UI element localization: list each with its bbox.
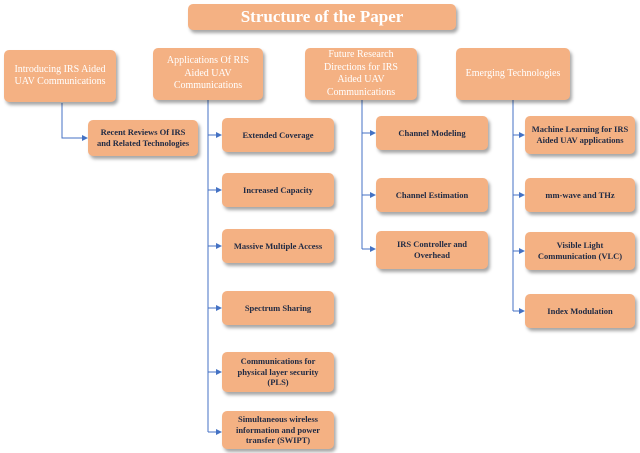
item-physical-layer-security: Communications for physical layer securi… [222, 352, 334, 392]
item-spectrum-sharing: Spectrum Sharing [222, 291, 334, 325]
heading-applications: Applications Of RIS Aided UAV Communicat… [153, 48, 263, 100]
heading-introducing-irs: Introducing IRS Aided UAV Communications [4, 50, 116, 102]
item-mmwave-thz: mm-wave and THz [525, 178, 635, 212]
item-extended-coverage: Extended Coverage [222, 118, 334, 152]
item-swipt: Simultaneous wireless information and po… [222, 411, 334, 449]
item-visible-light-communication: Visible Light Communication (VLC) [525, 232, 635, 270]
item-machine-learning: Machine Learning for IRS Aided UAV appli… [525, 116, 635, 154]
heading-future-research: Future Research Directions for IRS Aided… [305, 48, 417, 100]
item-irs-controller: IRS Controller and Overhead [376, 231, 488, 269]
item-channel-estimation: Channel Estimation [376, 178, 488, 212]
item-massive-multiple-access: Massive Multiple Access [222, 229, 334, 263]
connector-intro-reviews [61, 103, 88, 141]
heading-emerging-technologies: Emerging Technologies [456, 48, 570, 100]
item-channel-modeling: Channel Modeling [376, 116, 488, 150]
item-recent-reviews: Recent Reviews Of IRS and Related Techno… [88, 120, 198, 156]
item-increased-capacity: Increased Capacity [222, 173, 334, 207]
item-index-modulation: Index Modulation [525, 294, 635, 328]
diagram-title: Structure of the Paper [188, 4, 456, 30]
